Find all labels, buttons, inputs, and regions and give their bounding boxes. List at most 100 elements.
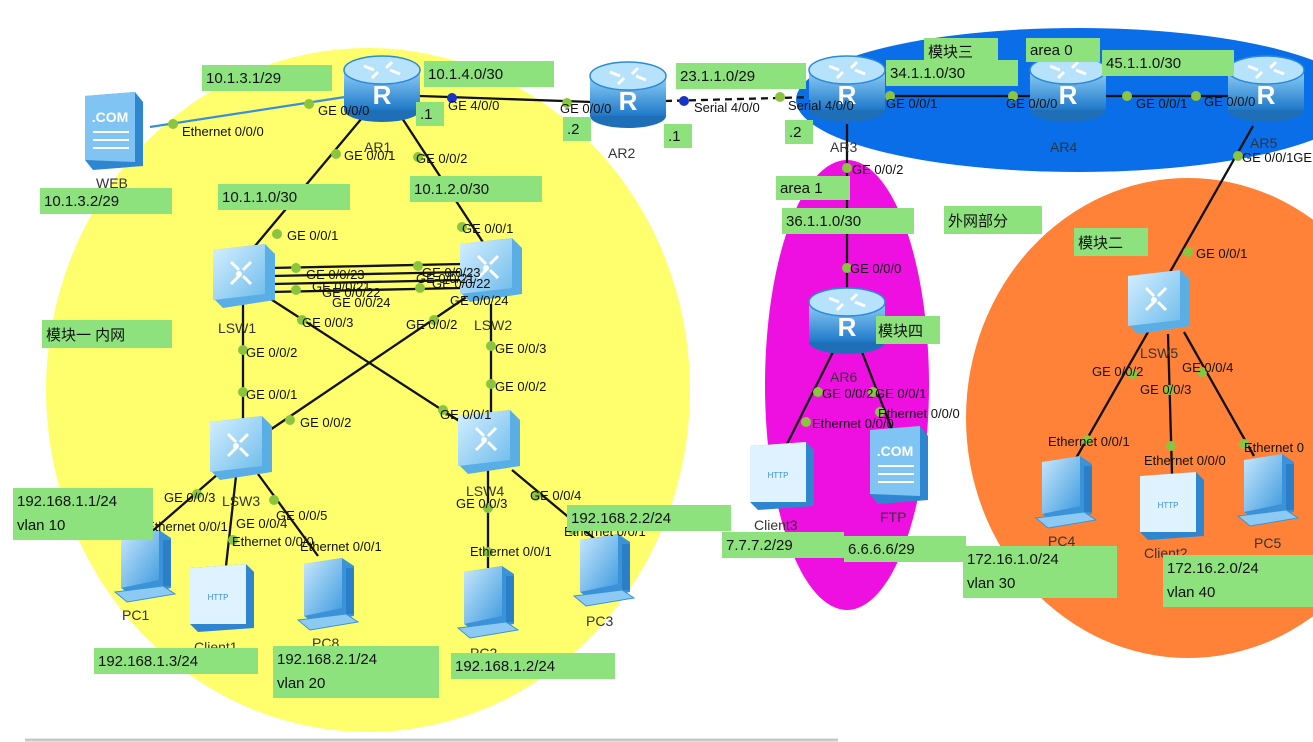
switch-icon-lsw1[interactable] [211, 242, 277, 310]
port-dot [1122, 91, 1132, 101]
port-dot [875, 407, 885, 417]
svg-text:外网部分: 外网部分 [948, 213, 1008, 230]
svg-text:模块三: 模块三 [928, 44, 973, 61]
client-icon-client2[interactable] [1140, 472, 1204, 540]
port-label: Ethernet 0/0/1 [300, 539, 382, 554]
port-label: GE 0/0/2 [822, 386, 873, 401]
port-label: GE 0/0/0 [1204, 94, 1255, 109]
port-dot [486, 379, 496, 389]
port-dot [1183, 247, 1193, 257]
port-label: GE 0/0/24 [450, 293, 509, 308]
port-label: GE 0/0/1 [886, 96, 937, 111]
port-label: Serial 4/0/0 [788, 98, 854, 113]
anno-ar2-right: .1 [664, 124, 692, 148]
client-icon-client3[interactable] [750, 442, 814, 510]
port-label: Ethernet 0/0/1 [470, 544, 552, 559]
port-label: GE 0/0/3 [1140, 382, 1191, 397]
port-dot [192, 489, 202, 499]
zone-label-area1: area 1 [776, 176, 850, 200]
port-dot [842, 163, 852, 173]
port-label: Serial 4/0/0 [694, 100, 760, 115]
link-ar2-ar3 [664, 95, 816, 103]
switch-icon-lsw3[interactable] [208, 414, 274, 482]
link-lsw5-pc5 [1182, 331, 1256, 457]
port-label: GE 0/0/2 [1092, 364, 1143, 379]
port-dot [1128, 369, 1138, 379]
caption-pc1: PC1 [122, 607, 149, 623]
server-icon-web[interactable] [84, 91, 144, 171]
port-label: GE 0/0/4 [236, 516, 287, 531]
router-icon-ar2[interactable] [588, 60, 668, 130]
pc-icon-pc1[interactable] [114, 529, 176, 603]
port-dot [801, 417, 811, 427]
port-dot [1164, 385, 1174, 395]
anno-ar3-left: .2 [785, 120, 813, 144]
port-dot [438, 405, 448, 415]
pc-icon-pc2[interactable] [457, 565, 519, 639]
port-dot [269, 495, 279, 505]
link-lsw1-lsw2-c [271, 278, 465, 286]
port-label: Ethernet 0/0/0 [182, 124, 264, 139]
caption-lsw5: LSW5 [1140, 345, 1178, 361]
port-dot [447, 93, 457, 103]
port-dot [291, 285, 301, 295]
link-ar6-client3 [781, 351, 835, 453]
caption-lsw1: LSW1 [218, 320, 256, 336]
port-label: GE 0/0/21 [416, 271, 475, 286]
port-dot [1197, 367, 1207, 377]
anno-pc1-ip: 192.168.1.3/24 [94, 648, 258, 674]
port-label: Ethernet 0 [1244, 440, 1304, 455]
link-lsw3-pc1 [141, 473, 219, 541]
svg-text:10.1.1.0/30: 10.1.1.0/30 [222, 189, 297, 206]
svg-text:10.1.4.0/30: 10.1.4.0/30 [428, 66, 503, 83]
port-dot [1239, 439, 1249, 449]
anno-client3-ip: 7.7.7.2/29 [722, 532, 844, 558]
port-dot [842, 263, 852, 273]
svg-text:area 0: area 0 [1030, 42, 1073, 59]
anno-ar1-lsw2-net: 10.1.2.0/30 [410, 176, 542, 202]
caption-ar1: AR1 [364, 139, 391, 155]
switch-icon-lsw5[interactable] [1126, 268, 1192, 336]
router-icon-ar6[interactable] [807, 286, 887, 356]
module-two-zone [966, 178, 1313, 658]
port-dot [1008, 91, 1018, 101]
anno-pc3-ip: 192.168.2.2/24 [567, 505, 731, 531]
port-dot [304, 99, 314, 109]
pc-icon-pc8[interactable] [297, 557, 359, 631]
caption-pc3: PC3 [586, 613, 613, 629]
port-label: Ethernet 0/0/1 [1048, 434, 1130, 449]
port-label: GE 0/0/1 [440, 407, 491, 422]
port-dot [486, 341, 496, 351]
caption-lsw2: LSW2 [474, 317, 512, 333]
port-dot [562, 98, 572, 108]
caption-ftp: FTP [880, 509, 906, 525]
port-label: Ethernet 0/0/0 [232, 534, 314, 549]
port-label: GE 0/0/3 [164, 490, 215, 505]
port-label: GE 0/0/1GE [1242, 150, 1312, 165]
port-dot [413, 152, 423, 162]
pc-icon-pc4[interactable] [1035, 455, 1097, 529]
port-label: GE 0/0/24 [332, 295, 391, 310]
port-label: GE 0/0/21 [312, 279, 371, 294]
port-dot [1233, 151, 1243, 161]
router-icon-ar5[interactable] [1226, 54, 1306, 124]
port-label: GE 0/0/2 [495, 379, 546, 394]
port-dot [168, 119, 178, 129]
svg-text:192.168.2.1/24: 192.168.2.1/24 [277, 651, 377, 668]
pc-icon-pc3[interactable] [573, 533, 635, 607]
anno-ar4-ar5-net: 45.1.1.0/30 [1102, 50, 1234, 76]
port-dot [228, 535, 238, 545]
pc-icon-pc5[interactable] [1237, 453, 1299, 527]
client-icon-client1[interactable] [190, 564, 254, 632]
server-icon-ftp[interactable] [869, 425, 929, 505]
port-dot [429, 315, 439, 325]
router-icon-ar4[interactable] [1028, 54, 1108, 124]
anno-ar1-lsw1-net: 10.1.1.0/30 [218, 184, 350, 210]
svg-text:模块二: 模块二 [1078, 235, 1123, 252]
anno-pc2-ip: 192.168.1.2/24 [451, 653, 615, 679]
svg-text:23.1.1.0/29: 23.1.1.0/29 [680, 68, 755, 85]
port-dot [1166, 441, 1176, 451]
port-label: Ethernet 0/0/0 [1144, 453, 1226, 468]
svg-text:192.168.1.3/24: 192.168.1.3/24 [98, 653, 198, 670]
